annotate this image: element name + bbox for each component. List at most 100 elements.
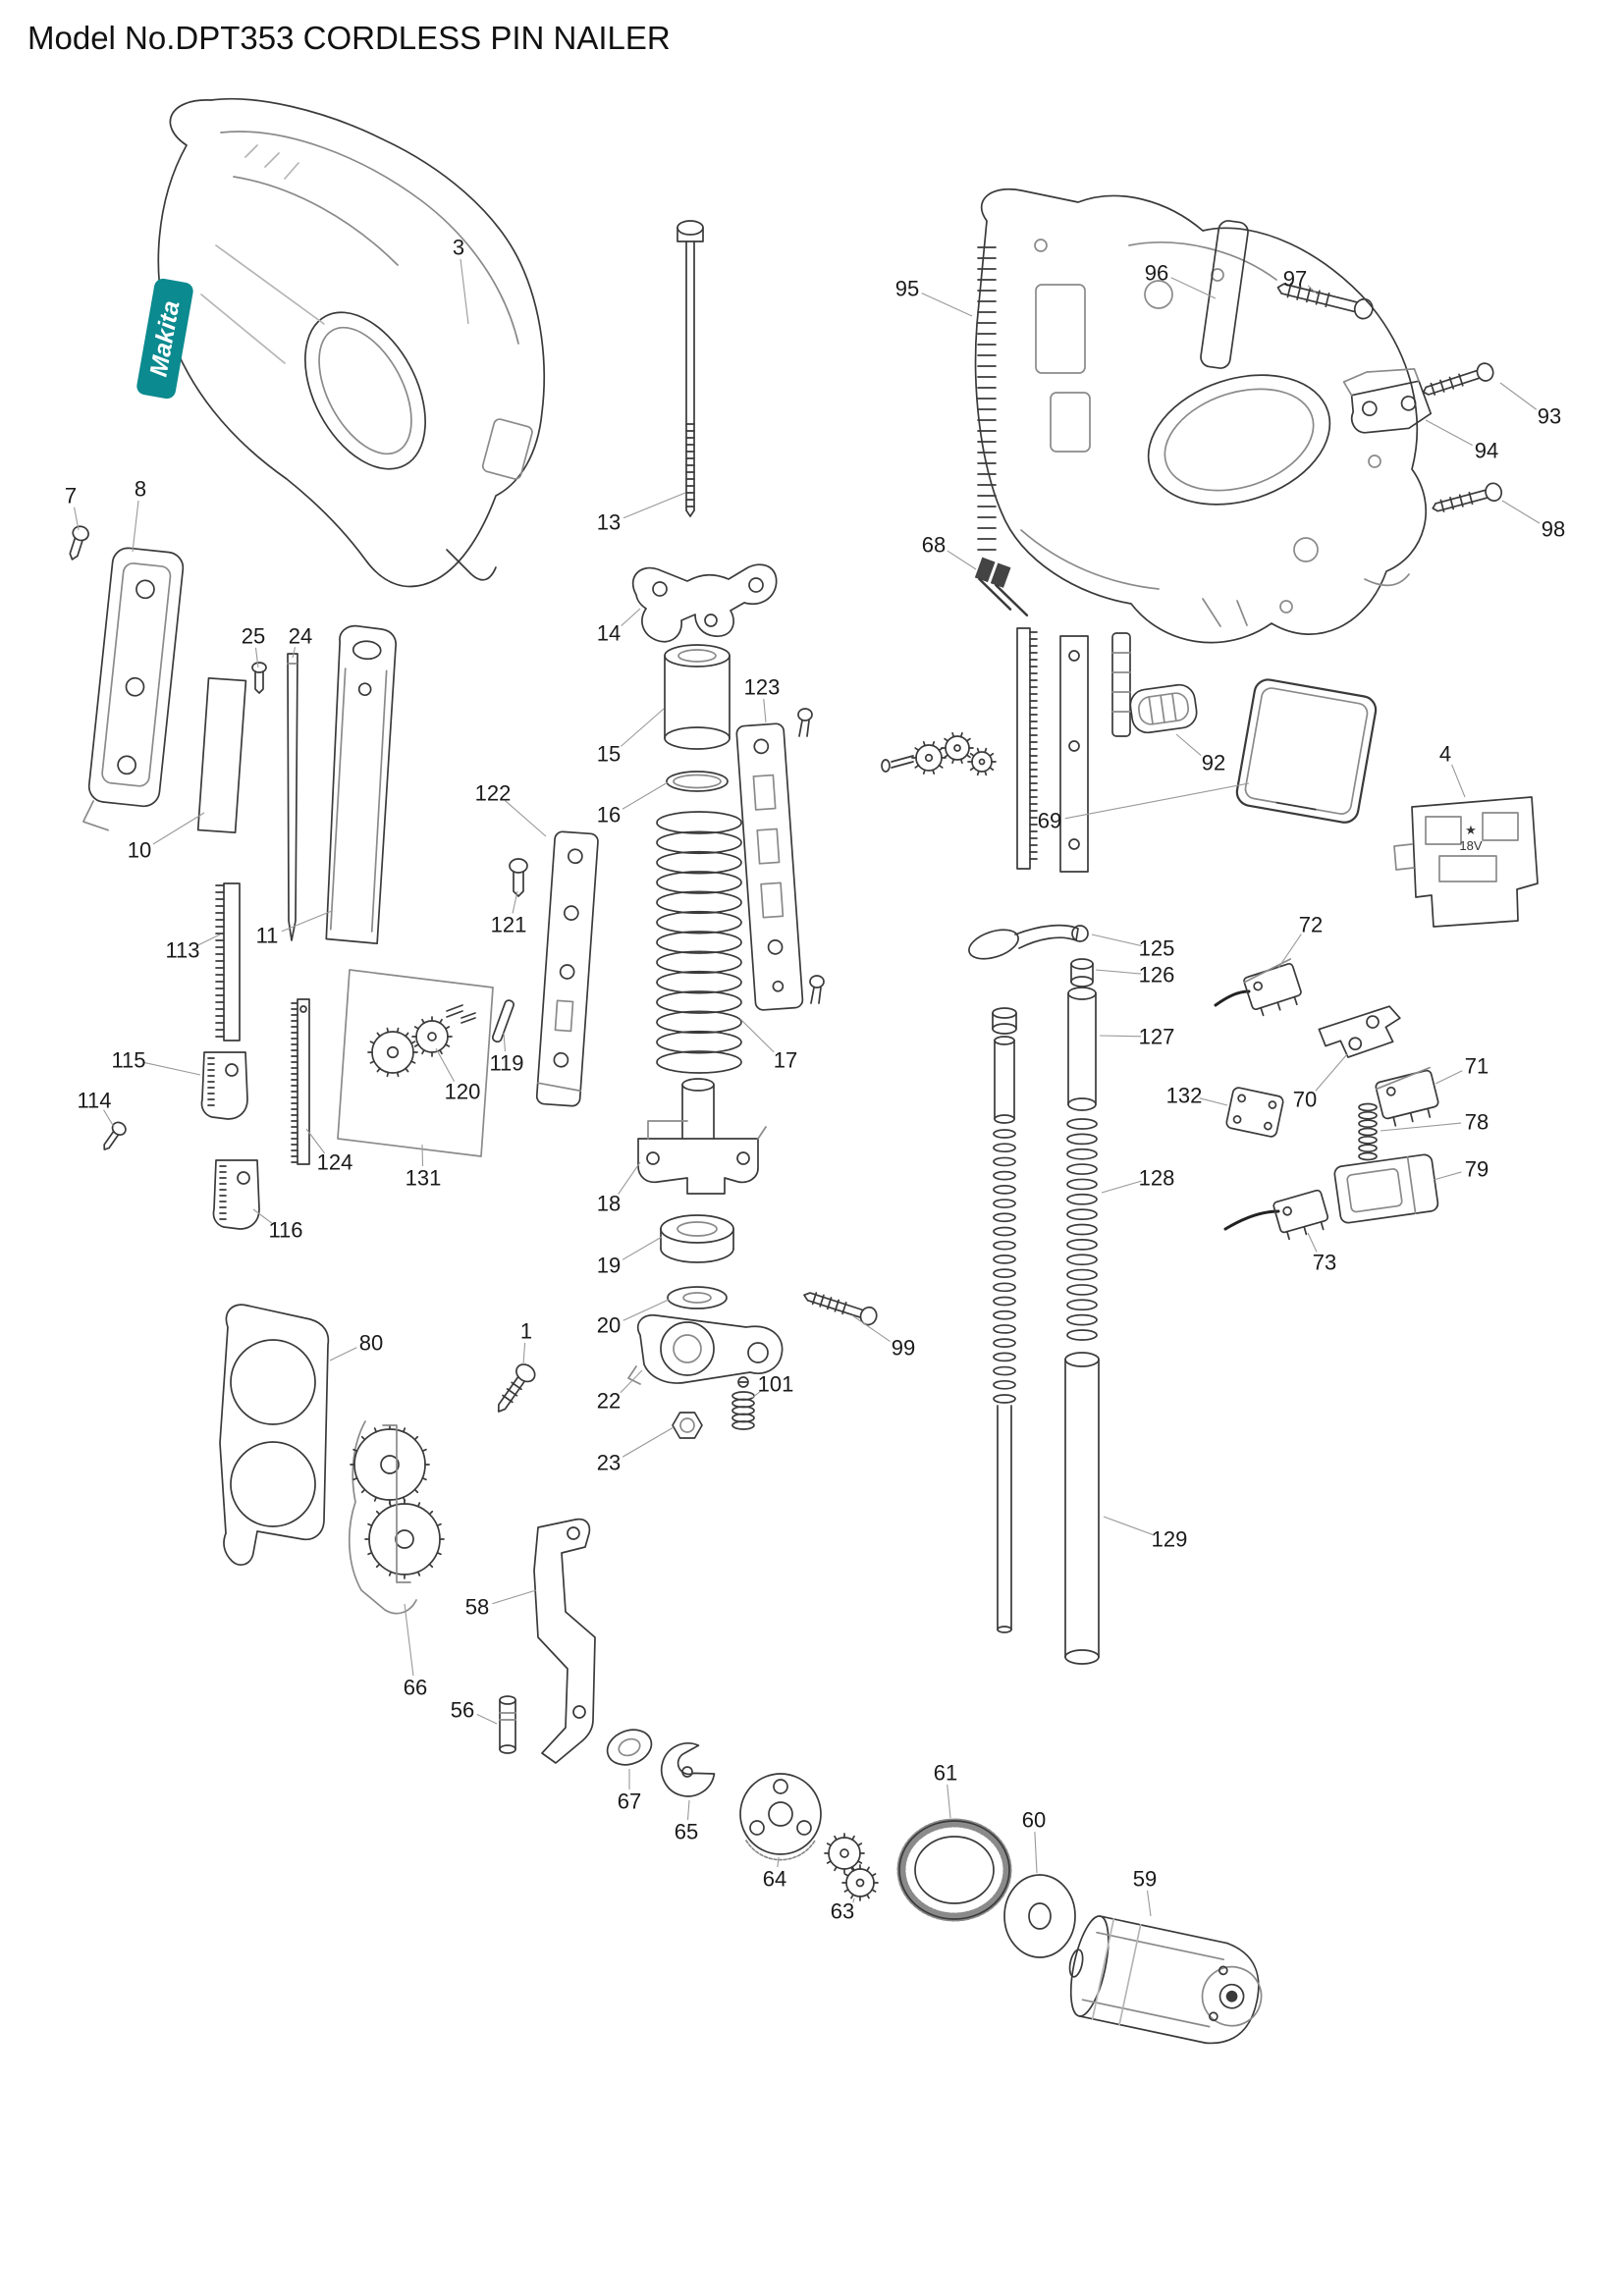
ring-20-drawing: [667, 1286, 728, 1309]
callout-96: 96: [1145, 261, 1168, 286]
screw-97-drawing: [1276, 283, 1374, 320]
screw-25-drawing: [251, 662, 267, 694]
callout-78: 78: [1465, 1110, 1489, 1135]
leader-line-79: [1433, 1171, 1462, 1181]
callout-131: 131: [406, 1166, 442, 1191]
housing-95-drawing: [974, 188, 1427, 644]
leader-line-1: [522, 1342, 526, 1365]
mid-plate-drawing: [1059, 635, 1089, 873]
callout-67: 67: [618, 1789, 641, 1814]
callout-93: 93: [1538, 404, 1561, 429]
callout-11: 11: [256, 924, 279, 948]
callout-19: 19: [597, 1254, 621, 1278]
callout-115: 115: [111, 1048, 145, 1073]
assembly-22-drawing: [627, 1313, 784, 1385]
lever-58-drawing: [533, 1518, 596, 1764]
motor-59-drawing: [1068, 1915, 1263, 2045]
callout-132: 132: [1166, 1084, 1203, 1108]
leader-line-56: [476, 1713, 498, 1725]
screw-123b-drawing: [809, 975, 825, 1004]
bracket-115-drawing: [200, 1051, 248, 1120]
callout-56: 56: [451, 1698, 474, 1723]
callout-14: 14: [597, 621, 621, 646]
leader-line-14: [621, 608, 641, 627]
grommet-92-drawing: [1129, 683, 1198, 734]
strip-10-drawing: [196, 677, 247, 833]
callout-1: 1: [520, 1319, 532, 1344]
leader-line-123: [763, 698, 767, 723]
ringgear-61-drawing: [896, 1818, 1012, 1922]
leader-line-93: [1499, 382, 1538, 410]
leader-line-131: [421, 1144, 424, 1167]
switch-73-drawing: [1223, 1189, 1329, 1241]
screw-1-drawing: [497, 1363, 536, 1413]
strip-96-drawing: [1200, 220, 1249, 369]
bracket-94-drawing: [1342, 368, 1433, 434]
leader-line-120: [435, 1047, 456, 1083]
callout-97: 97: [1283, 267, 1307, 292]
screw-99-drawing: [803, 1292, 878, 1326]
callout-120: 120: [445, 1080, 481, 1104]
callout-119: 119: [489, 1051, 523, 1076]
driver-blade-24-drawing: [287, 653, 298, 941]
leader-line-116: [252, 1208, 273, 1224]
callout-60: 60: [1022, 1808, 1046, 1833]
callout-23: 23: [597, 1451, 621, 1475]
callout-101: 101: [758, 1372, 794, 1397]
leader-line-17: [739, 1018, 775, 1053]
callout-71: 71: [1465, 1054, 1489, 1079]
callout-126: 126: [1139, 963, 1175, 988]
callout-63: 63: [831, 1899, 854, 1924]
plate-69-drawing: [1235, 678, 1378, 824]
spring-17-drawing: [656, 811, 742, 1074]
gasket-80-drawing: [219, 1304, 330, 1566]
rail-8-drawing: [82, 547, 185, 831]
nailer-body-drawing: Makita: [136, 97, 546, 588]
screw-121-drawing: [509, 858, 528, 897]
leader-line-20: [623, 1299, 670, 1321]
leader-line-15: [621, 708, 665, 747]
battery-star: ★: [1465, 823, 1477, 837]
bar-11-drawing: [325, 624, 398, 945]
callout-68: 68: [922, 533, 946, 558]
bracket-18-drawing: [637, 1078, 767, 1195]
leader-line-114: [103, 1109, 115, 1128]
leader-line-22: [620, 1369, 643, 1394]
disc-60-drawing: [1003, 1874, 1076, 1958]
screw-7-drawing: [69, 525, 89, 561]
leader-line-99: [851, 1314, 891, 1343]
callout-122: 122: [475, 781, 512, 806]
leader-line-132: [1199, 1097, 1228, 1106]
leader-line-60: [1034, 1831, 1038, 1874]
gear-cluster-drawing: [881, 731, 997, 776]
terminal-4-drawing: ★ 18V: [1393, 796, 1539, 928]
leader-line-64: [777, 1856, 780, 1868]
leader-line-95: [921, 293, 973, 317]
screw-98-drawing: [1432, 482, 1503, 512]
leader-line-113: [196, 934, 221, 946]
bolt-13-drawing: [677, 220, 704, 517]
leader-line-125: [1091, 934, 1142, 947]
callout-4: 4: [1439, 742, 1451, 767]
plate-122-drawing: [535, 830, 599, 1107]
pin-119-drawing: [491, 999, 514, 1043]
leader-line-73: [1307, 1232, 1318, 1253]
callout-80: 80: [359, 1331, 383, 1356]
leader-line-96: [1170, 277, 1217, 299]
spring-128-drawing: [1066, 1118, 1098, 1341]
callout-123: 123: [744, 675, 781, 700]
leader-line-11: [281, 910, 333, 933]
callout-58: 58: [465, 1595, 489, 1620]
leader-line-71: [1435, 1070, 1463, 1085]
mid-strip-drawing: [1111, 632, 1131, 737]
callout-72: 72: [1299, 913, 1323, 937]
callout-116: 116: [268, 1218, 302, 1243]
leader-line-24: [292, 647, 297, 659]
callout-16: 16: [597, 803, 621, 828]
leader-line-78: [1380, 1122, 1462, 1132]
bracket-14-drawing: [631, 563, 778, 643]
callout-94: 94: [1475, 439, 1498, 463]
leader-line-115: [143, 1061, 201, 1076]
